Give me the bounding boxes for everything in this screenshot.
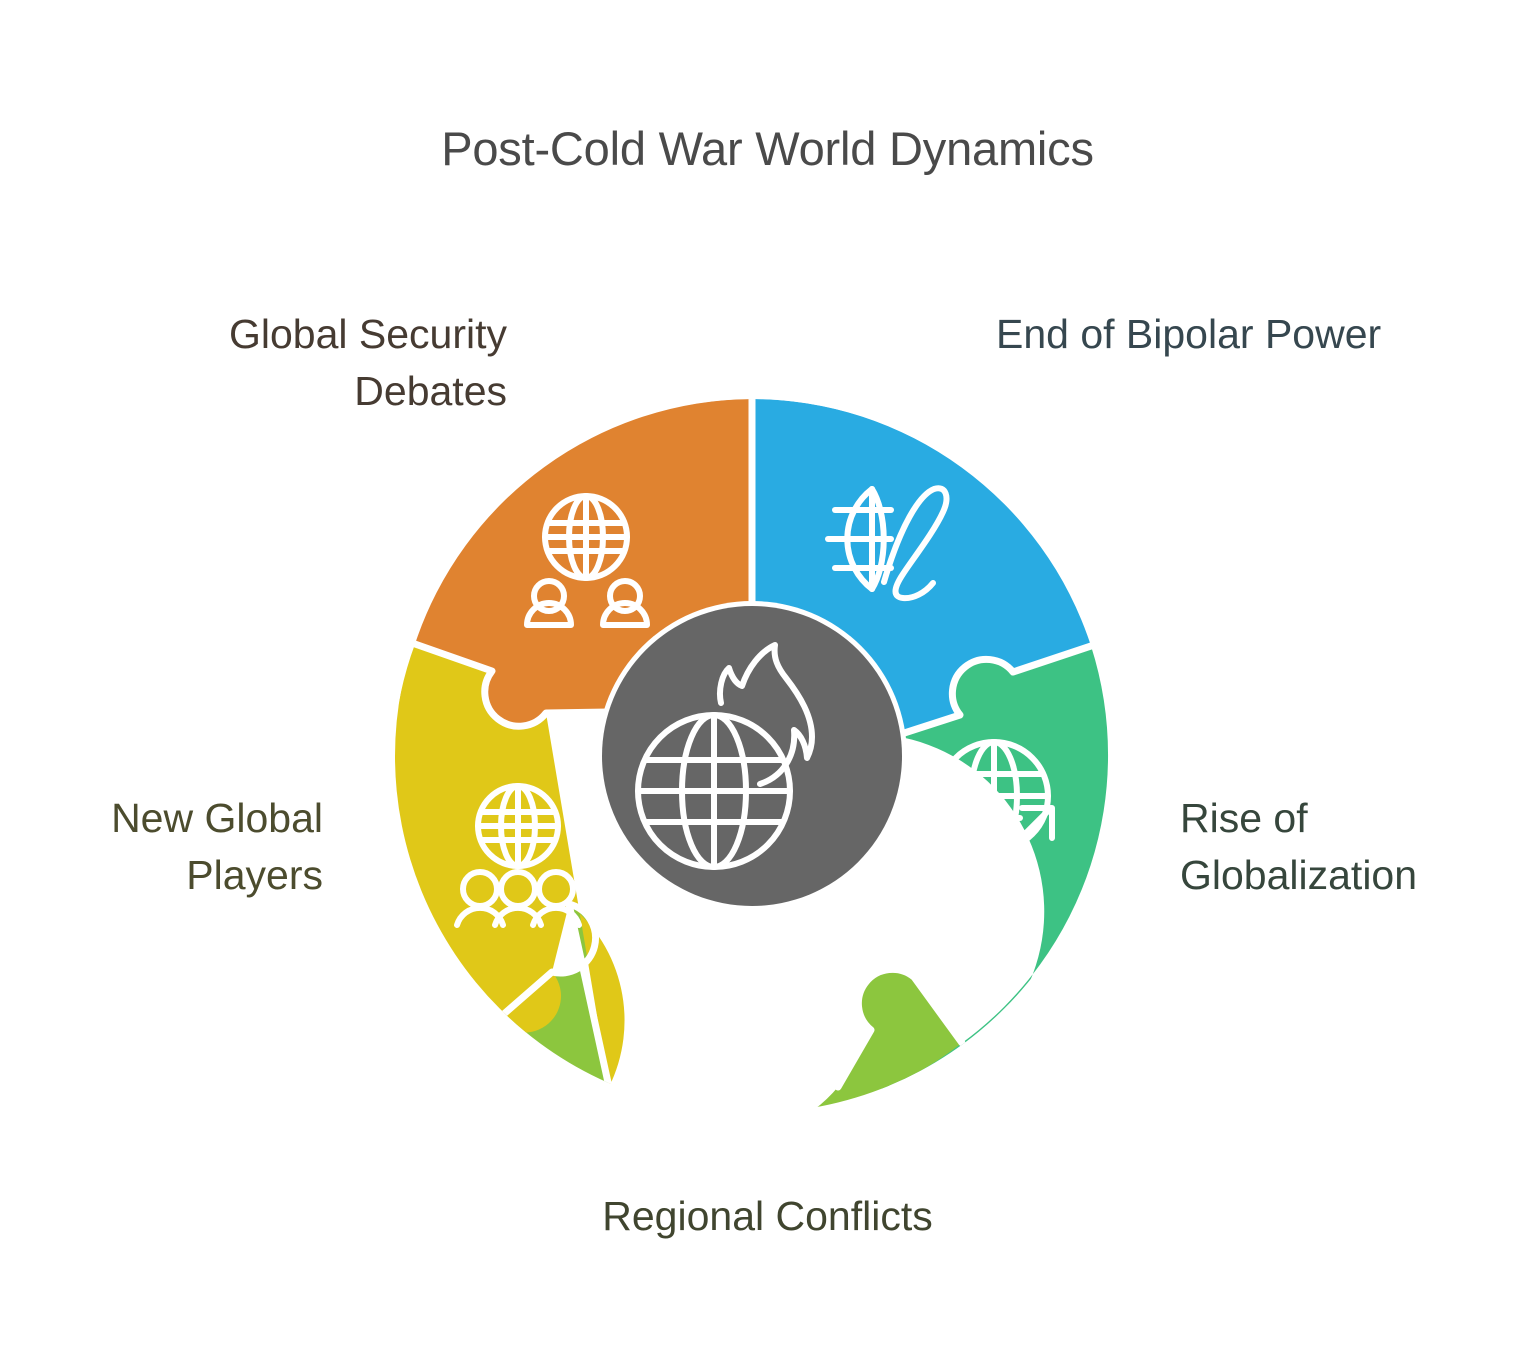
label-global-security-debates: Global Security Debates xyxy=(228,311,507,414)
globe-growth-arrow-icon xyxy=(937,739,1055,865)
label-rise-of-globalization: Rise of Globalization xyxy=(1180,795,1418,898)
puzzle-dividers xyxy=(411,399,1095,1091)
globe-two-people-icon xyxy=(524,493,650,628)
globe-flame-icon xyxy=(635,642,815,870)
globe-fire-icon xyxy=(720,935,835,1075)
segment-regional-conflicts[interactable] xyxy=(497,904,962,1140)
split-globe-icon xyxy=(825,485,950,602)
segment-end-of-bipolar-power[interactable] xyxy=(752,399,1091,736)
label-new-global-players: New Global Players xyxy=(111,795,323,898)
globe-three-people-icon xyxy=(454,783,582,928)
hub-circle[interactable] xyxy=(602,606,902,906)
label-end-of-bipolar-power: End of Bipolar Power xyxy=(996,311,1382,357)
label-regional-conflicts: Regional Conflicts xyxy=(602,1193,933,1239)
page-title: Post-Cold War World Dynamics xyxy=(441,122,1094,175)
